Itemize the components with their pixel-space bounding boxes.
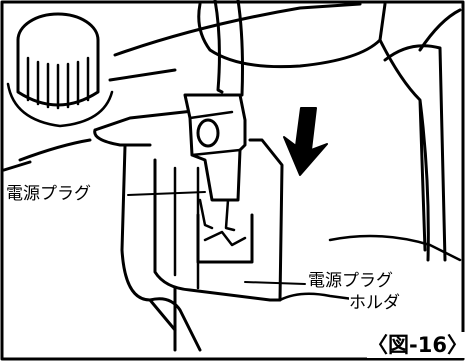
power-cable [213, 0, 244, 97]
housing-back [108, 2, 462, 82]
leader-holder [244, 281, 306, 285]
power-plug-label: 電源プラグ [6, 184, 93, 204]
housing-left [2, 138, 92, 172]
leader-plug [127, 191, 206, 196]
plug-body [183, 93, 247, 202]
housing-right [378, 38, 447, 262]
power-plug-holder-label-line1: 電源プラグ [308, 271, 393, 291]
knob [6, 12, 114, 128]
holder-base [93, 106, 222, 352]
down-arrow-icon [283, 107, 328, 176]
base-contour [278, 234, 462, 302]
figure-number: 〈図-16〉 [367, 332, 465, 358]
power-plug-holder-label-line2: ホルダ [349, 293, 400, 313]
plug-prongs [198, 198, 236, 232]
